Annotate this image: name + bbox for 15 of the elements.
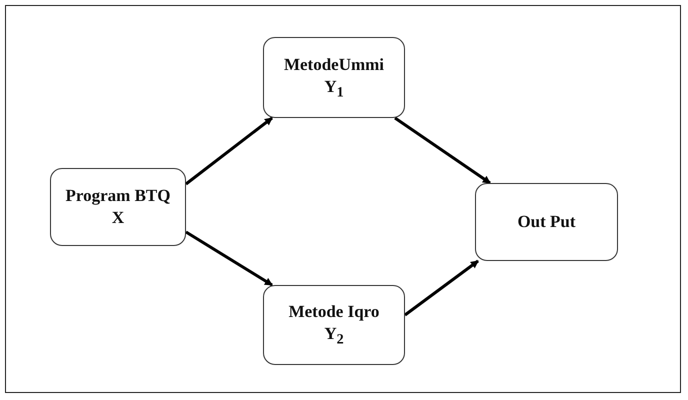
node-label: Program BTQ [66,184,170,207]
node-label: MetodeUmmi [284,54,384,76]
arrow [394,116,491,184]
node-label: Out Put [517,210,576,233]
process-box [50,168,186,246]
process-box [263,37,405,118]
node-label: Metode Iqro [288,301,380,324]
arrow [185,230,273,286]
node-label: Y$_{2}$ [324,323,344,349]
process-box [263,285,405,365]
arrow [404,260,479,316]
node-label: X [112,207,124,229]
node-label: Y$_{1}$ [324,76,344,102]
process-box [475,183,618,261]
arrow [185,116,273,186]
